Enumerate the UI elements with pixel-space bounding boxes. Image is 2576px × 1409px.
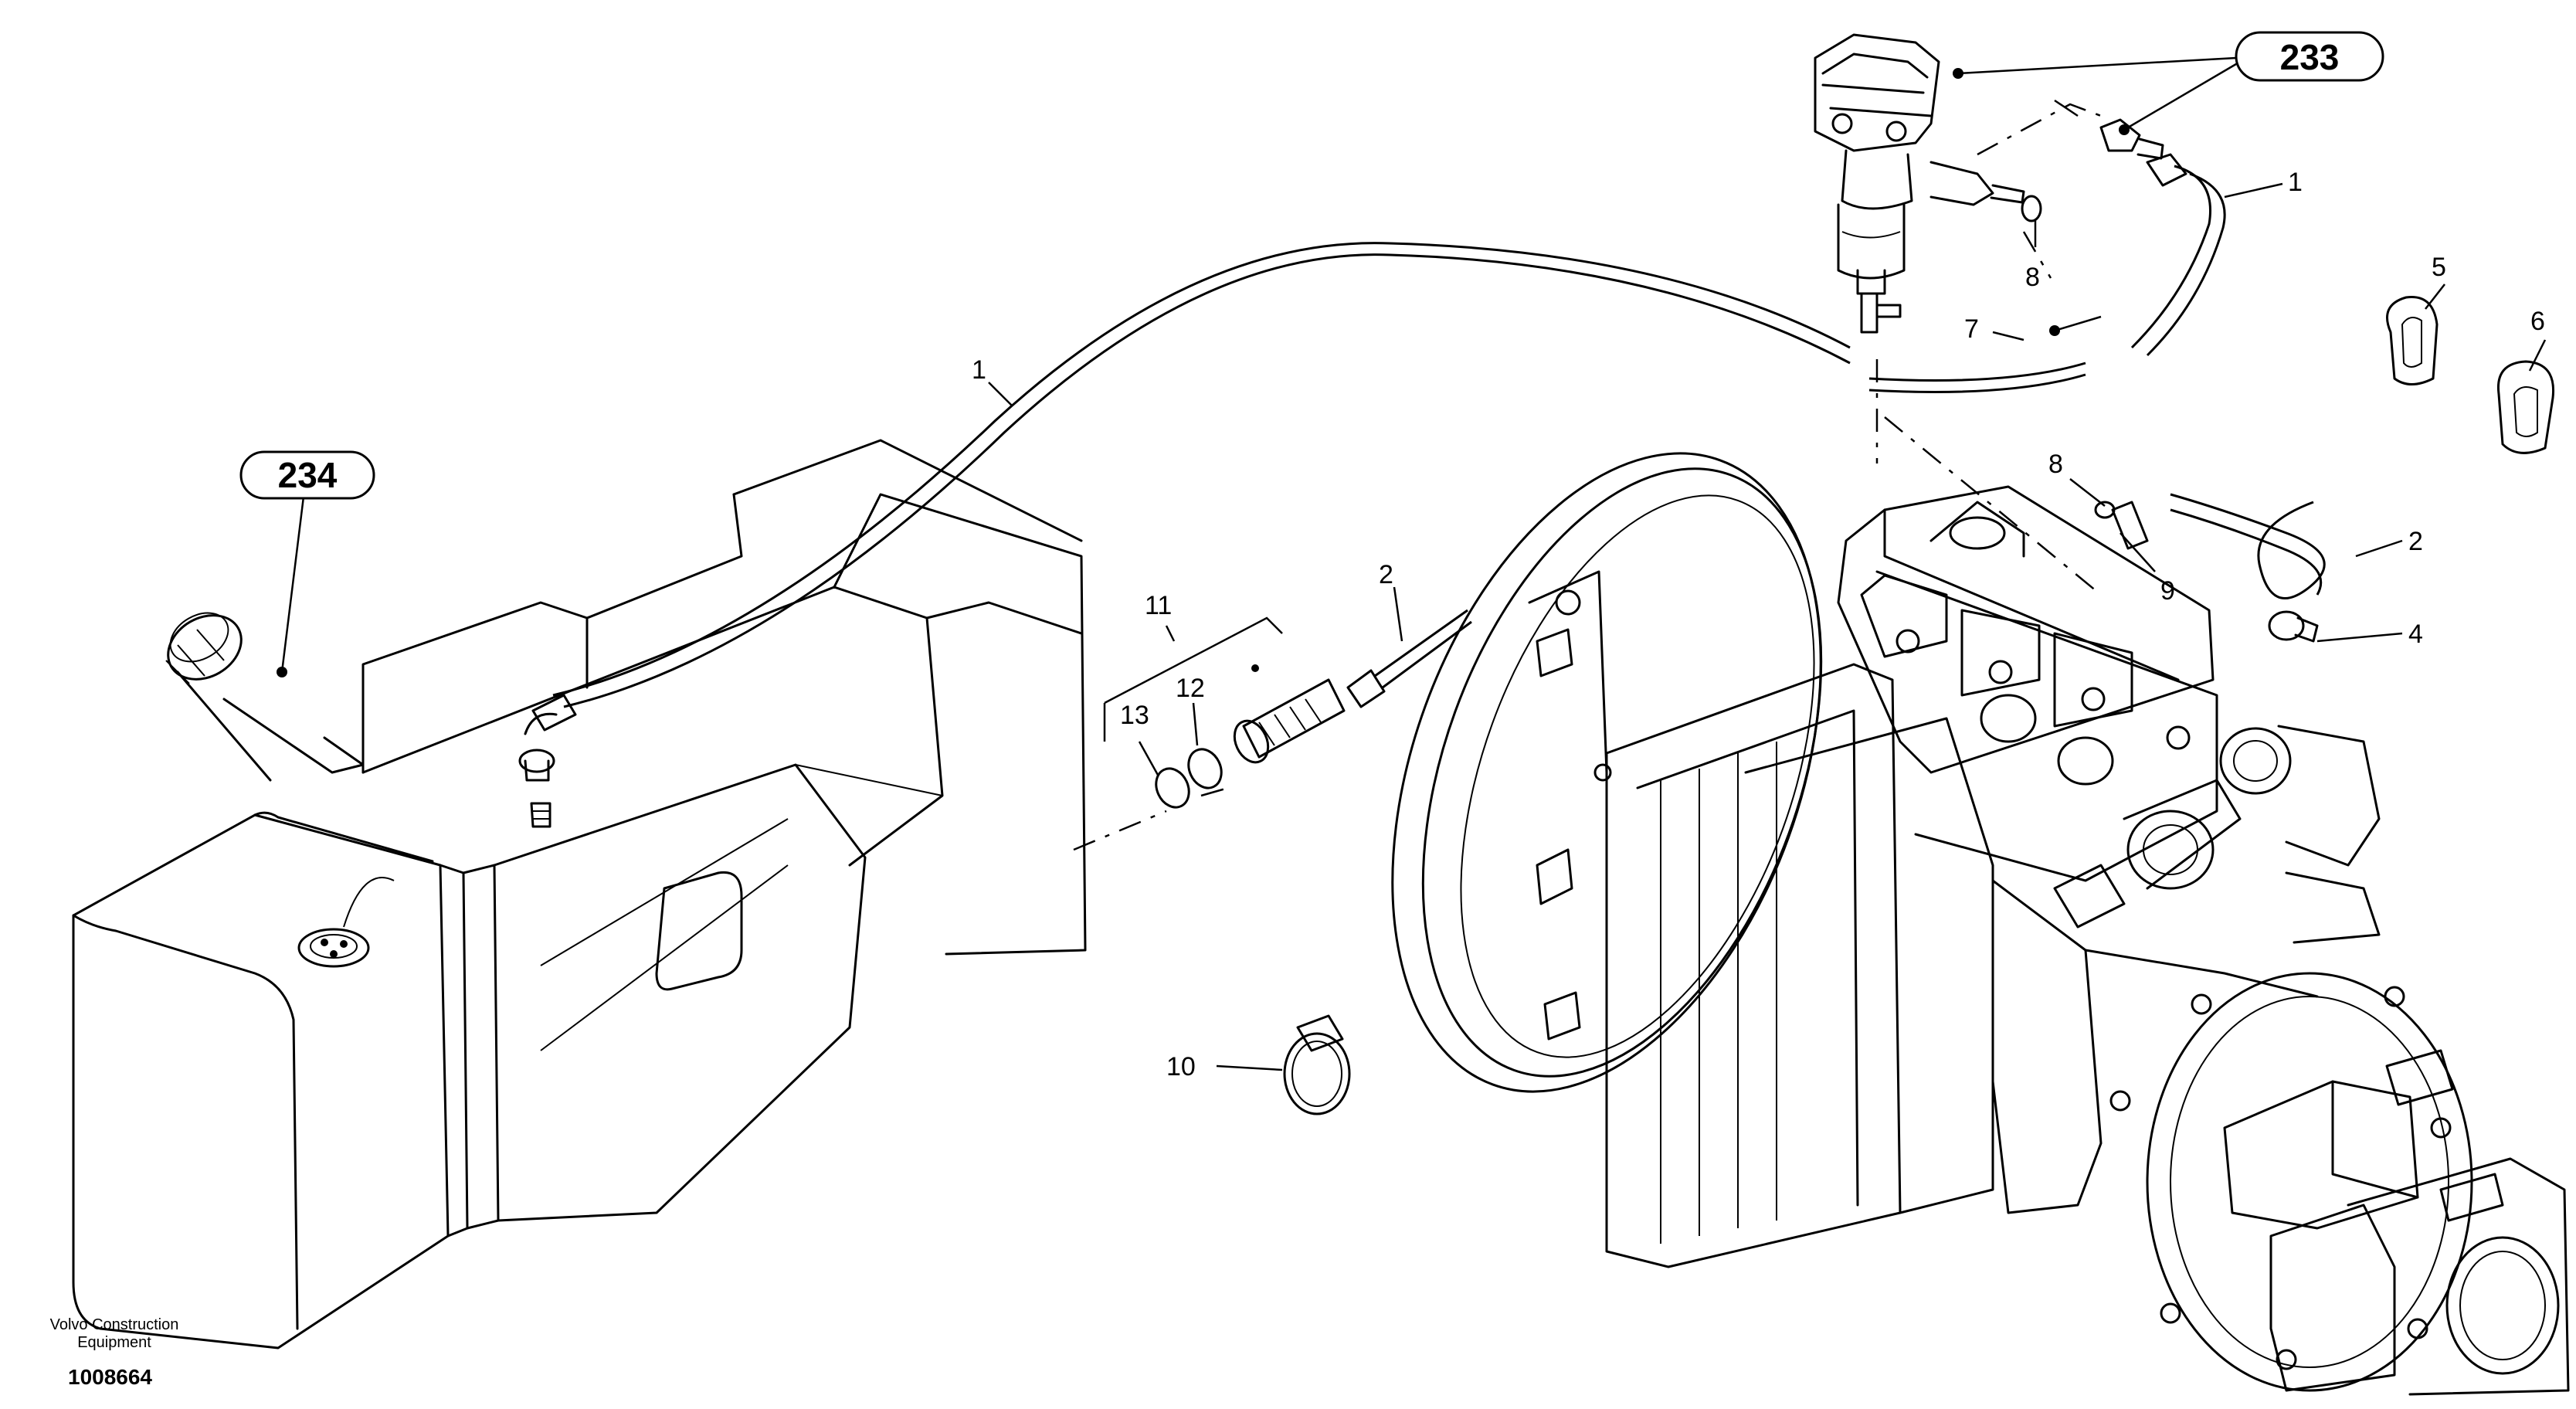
part-8-top-label: 8 bbox=[2025, 263, 2040, 292]
company-name-line1: Volvo Construction bbox=[50, 1316, 179, 1333]
footer: Volvo Construction Equipment 1008664 bbox=[50, 1316, 179, 1389]
hose-7 bbox=[1868, 362, 2086, 393]
hose-1-short bbox=[2130, 153, 2226, 357]
part-5-label: 5 bbox=[2432, 253, 2446, 282]
part-10-label: 10 bbox=[1166, 1052, 1196, 1081]
leader-lines bbox=[277, 56, 2547, 1071]
clamps-5-6 bbox=[2386, 295, 2555, 454]
ref-234-label: 234 bbox=[278, 455, 338, 495]
part-4-label: 4 bbox=[2408, 620, 2423, 649]
part-7-label: 7 bbox=[1964, 314, 1979, 344]
part-2-right-label: 2 bbox=[2408, 527, 2423, 556]
connector-parts bbox=[1103, 609, 1472, 1115]
part-13-label: 13 bbox=[1120, 701, 1149, 730]
company-name-line2: Equipment bbox=[77, 1334, 151, 1351]
part-11-label: 11 bbox=[1145, 591, 1172, 620]
part-2-top-label: 2 bbox=[1379, 560, 1393, 589]
part-numbers: 1 1 2 2 4 5 6 7 8 8 9 10 11 12 13 bbox=[972, 168, 2545, 1081]
fuel-tank bbox=[72, 439, 1087, 1350]
part-8-mid-label: 8 bbox=[2048, 450, 2063, 479]
part-12-label: 12 bbox=[1176, 674, 1205, 703]
part-6-label: 6 bbox=[2530, 307, 2545, 336]
part-1-top-label: 1 bbox=[2288, 168, 2303, 197]
ref-233-label: 233 bbox=[2280, 37, 2340, 77]
ref-bubble-234: 234 bbox=[239, 450, 375, 500]
fuel-filter-assembly bbox=[1814, 33, 2164, 334]
engine bbox=[1391, 452, 2570, 1396]
part-9-label: 9 bbox=[2160, 576, 2175, 606]
hose-1-long bbox=[518, 242, 1851, 828]
center-lines bbox=[1073, 99, 2102, 851]
drawing-number: 1008664 bbox=[68, 1365, 152, 1389]
part-1-left-label: 1 bbox=[972, 355, 986, 385]
ref-bubble-233: 233 bbox=[2235, 31, 2384, 82]
filler-neck bbox=[165, 612, 365, 782]
